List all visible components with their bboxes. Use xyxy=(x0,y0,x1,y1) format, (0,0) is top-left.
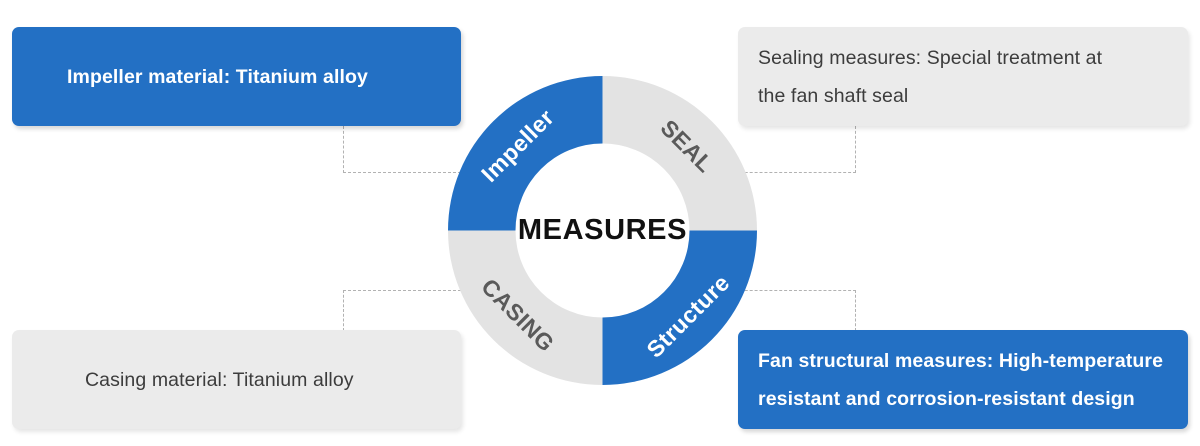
connector-segment-vertical xyxy=(855,126,856,173)
callout-impeller[interactable]: Impeller material: Titanium alloy xyxy=(12,27,461,126)
callout-structure[interactable]: Fan structural measures: High-temperatur… xyxy=(738,330,1188,429)
callout-seal[interactable]: Sealing measures: Special treatment at t… xyxy=(738,27,1188,126)
callout-casing-line-1: Casing material: Titanium alloy xyxy=(85,368,354,391)
donut-svg: Impeller SEAL Structure CASING xyxy=(448,76,757,385)
donut-segment-structure[interactable] xyxy=(602,230,758,386)
donut-center-title: MEASURES xyxy=(517,214,688,246)
donut-chart: Impeller SEAL Structure CASING MEASURES xyxy=(448,76,757,385)
donut-segment-impeller[interactable] xyxy=(448,76,603,231)
connector-segment-vertical xyxy=(343,126,344,173)
callout-structure-line-2: resistant and corrosion-resistant design xyxy=(758,387,1135,410)
connector-segment-vertical xyxy=(343,290,344,331)
donut-segment-seal[interactable] xyxy=(602,76,758,231)
callout-impeller-line-1: Impeller material: Titanium alloy xyxy=(67,65,368,88)
callout-casing[interactable]: Casing material: Titanium alloy xyxy=(12,330,461,429)
donut-segment-casing[interactable] xyxy=(448,230,603,386)
connector-segment-vertical xyxy=(855,290,856,331)
callout-seal-line-1: Sealing measures: Special treatment at xyxy=(758,46,1103,69)
callout-structure-line-1: Fan structural measures: High-temperatur… xyxy=(758,349,1164,372)
callout-seal-line-2: the fan shaft seal xyxy=(758,84,909,107)
